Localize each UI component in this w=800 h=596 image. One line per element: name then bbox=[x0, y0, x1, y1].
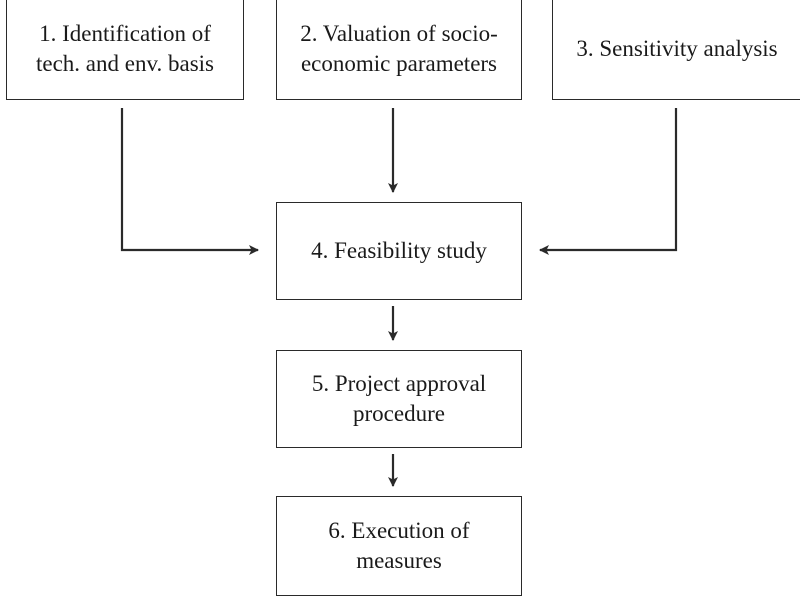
step-4-feasibility-box: 4. Feasibility study bbox=[276, 202, 522, 300]
step-6-label-line-1: 6. Execution of bbox=[328, 518, 470, 544]
step-5-approval-box: 5. Project approval procedure bbox=[276, 350, 522, 448]
step-5-label-line-1: 5. Project approval bbox=[311, 371, 487, 397]
step-2-label-line-2: economic parameters bbox=[300, 51, 498, 76]
arrow-step3-to-step4 bbox=[539, 108, 678, 255]
step-6-label-line-2: measures bbox=[356, 548, 442, 573]
step-3-label: 3. Sensitivity analysis bbox=[576, 36, 778, 62]
step-1-label-line-2: tech. and env. basis bbox=[36, 51, 214, 76]
step-2-label-line-1: 2. Valuation of socio- bbox=[300, 21, 498, 47]
step-4-label: 4. Feasibility study bbox=[311, 238, 487, 264]
step-1-identification-box: 1. Identification of tech. and env. basi… bbox=[6, 0, 244, 100]
step-6-execution-box: 6. Execution of measures bbox=[276, 496, 522, 596]
step-5-label-line-2: procedure bbox=[353, 401, 445, 426]
step-1-label-line-1: 1. Identification of bbox=[39, 21, 211, 47]
step-3-sensitivity-box: 3. Sensitivity analysis bbox=[552, 0, 800, 100]
arrow-step1-to-step4 bbox=[120, 108, 259, 255]
step-2-valuation-box: 2. Valuation of socio- economic paramete… bbox=[276, 0, 522, 100]
